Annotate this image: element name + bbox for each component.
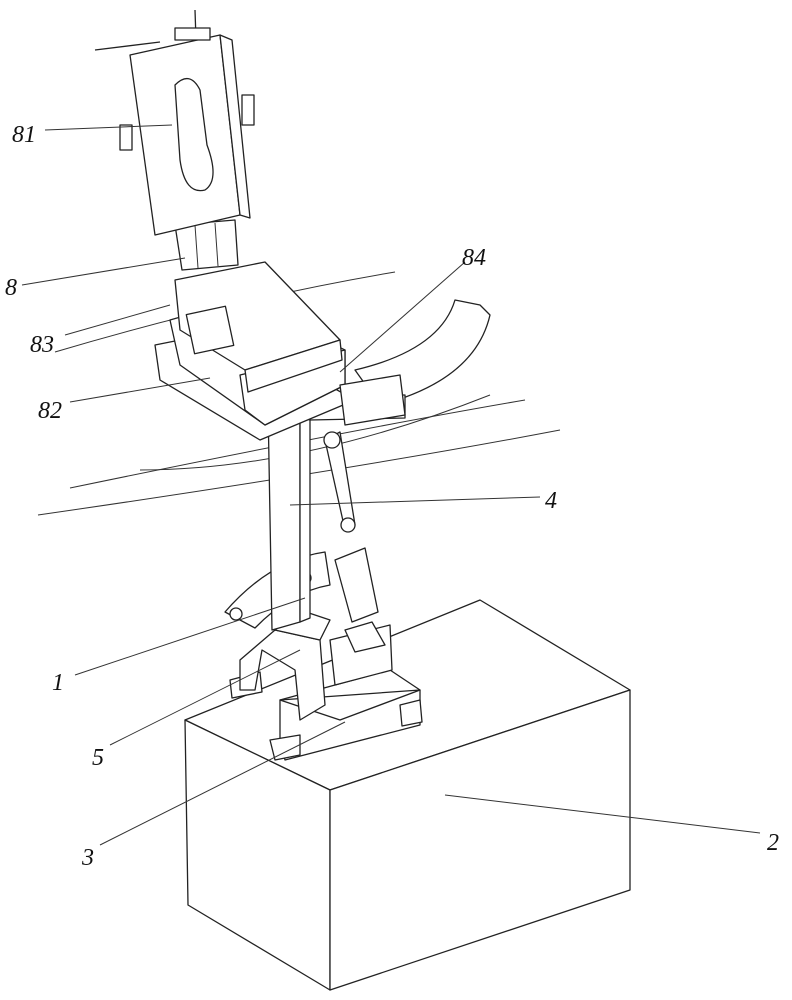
label-5: 5 bbox=[92, 745, 104, 771]
sole-mold bbox=[95, 10, 254, 235]
label-4: 4 bbox=[545, 488, 557, 514]
label-81: 81 bbox=[12, 122, 36, 148]
label-8: 8 bbox=[5, 275, 17, 301]
label-83: 83 bbox=[30, 332, 54, 358]
label-2: 2 bbox=[767, 830, 779, 856]
label-82: 82 bbox=[38, 398, 62, 424]
label-3: 3 bbox=[81, 845, 94, 871]
label-84: 84 bbox=[462, 245, 486, 271]
cylinder bbox=[324, 432, 392, 685]
label-1: 1 bbox=[52, 670, 64, 696]
